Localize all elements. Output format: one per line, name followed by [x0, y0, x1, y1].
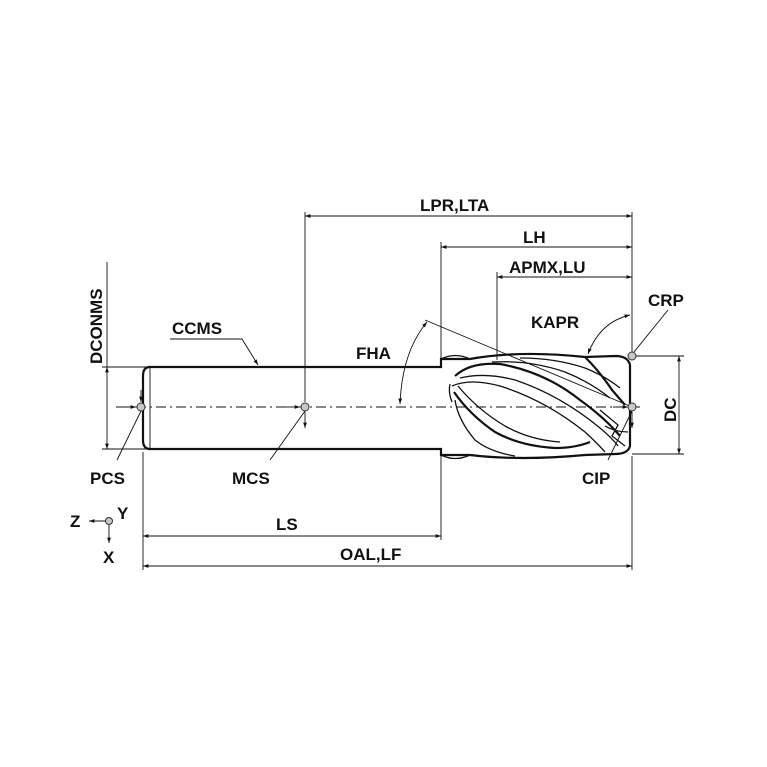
label-crp: CRP	[648, 291, 684, 310]
pcs-leader	[116, 410, 142, 461]
label-ccms: CCMS	[172, 319, 222, 338]
label-dconms: DCONMS	[87, 288, 106, 364]
label-cip: CIP	[582, 469, 610, 488]
label-apmx-lu: APMX,LU	[509, 258, 586, 277]
label-kapr: KAPR	[531, 313, 579, 332]
crp-point-icon	[627, 351, 637, 361]
label-lpr-lta: LPR,LTA	[420, 196, 489, 215]
mcs-leader	[269, 410, 306, 461]
ccms-leader	[170, 338, 259, 366]
mcs-point-icon	[300, 402, 310, 412]
label-pcs: PCS	[90, 469, 125, 488]
axis-indicator	[88, 517, 113, 543]
cip-leader	[607, 410, 633, 461]
crp-leader	[633, 309, 669, 353]
label-mcs: MCS	[232, 469, 270, 488]
label-ls: LS	[276, 515, 298, 534]
cip-point-icon	[627, 402, 637, 412]
label-oal-lf: OAL,LF	[340, 545, 401, 564]
label-dc: DC	[661, 397, 680, 422]
label-axis-z: Z	[70, 512, 80, 531]
label-fha: FHA	[356, 344, 391, 363]
flute-outline	[469, 352, 632, 460]
pcs-point-icon	[136, 402, 146, 412]
axis-origin-icon	[105, 517, 113, 525]
label-axis-x: X	[103, 548, 115, 567]
fha-arc	[398, 321, 428, 405]
helical-flutes	[448, 356, 629, 457]
label-lh: LH	[523, 228, 546, 247]
label-axis-y: Y	[117, 504, 129, 523]
tool-body	[141, 352, 632, 460]
shank-outline	[150, 357, 470, 457]
kapr-arc	[587, 314, 631, 355]
